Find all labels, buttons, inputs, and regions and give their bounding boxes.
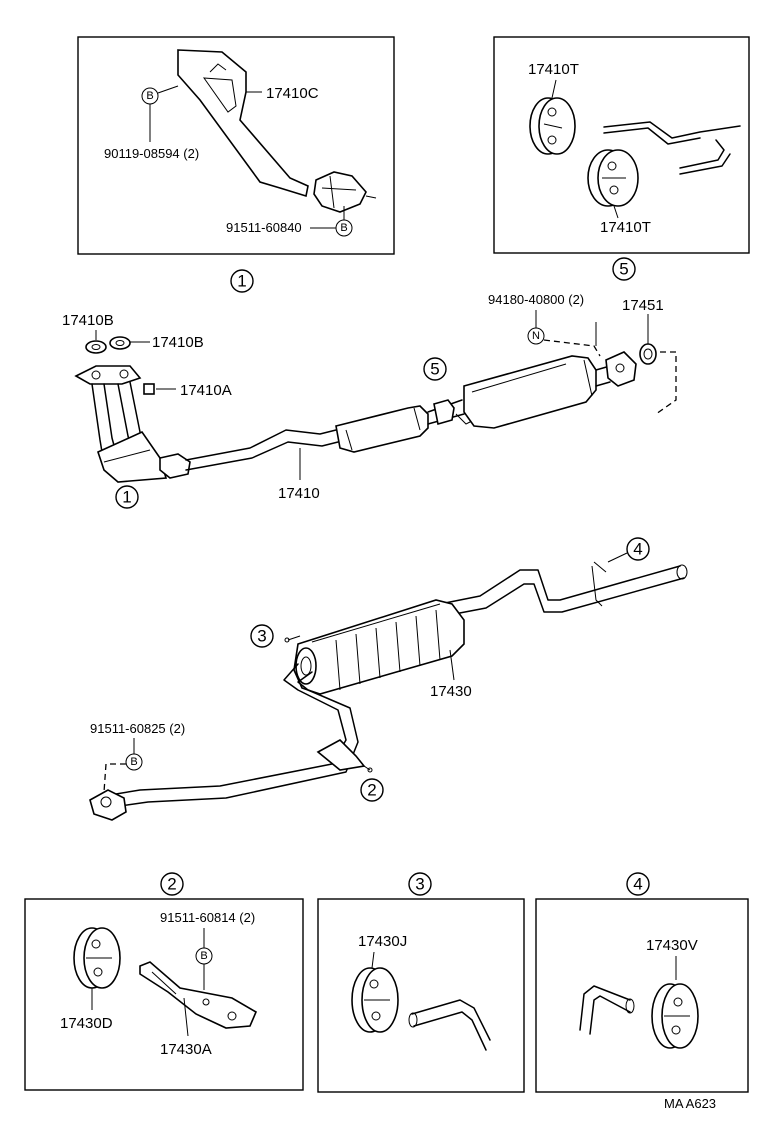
svg-text:5: 5 — [619, 260, 628, 279]
front-pipe-group: 17410B 17410B 17410A — [62, 292, 677, 509]
bracket-17410c-drawing — [177, 49, 309, 198]
label-17410t-top: 17410T — [528, 61, 579, 78]
svg-text:3: 3 — [415, 875, 424, 894]
n-badge-icon — [527, 327, 545, 345]
callout-5-top: 5 — [612, 257, 636, 281]
detail-2-box: 91511-60814 (2) B 17430D 17430A — [24, 898, 304, 1091]
svg-text:1: 1 — [122, 488, 131, 507]
label-17410a: 17410A — [180, 382, 232, 399]
svg-text:4: 4 — [633, 875, 642, 894]
label-17410b-right: 17410B — [152, 334, 204, 351]
callout-5-mid: 5 — [423, 357, 447, 381]
rubber-hanger-icon — [73, 927, 121, 989]
rubber-hanger-icon — [587, 149, 639, 207]
label-17430v: 17430V — [646, 937, 698, 954]
label-94180-40800: 94180-40800 (2) — [488, 292, 584, 307]
detail-1-box: 17410C B 90119-08594 (2) 91511-60840 B — [77, 36, 395, 255]
label-17430a: 17430A — [160, 1041, 212, 1058]
detail-5-box: 17410T 17410T — [493, 36, 750, 254]
callout-1-top: 1 — [230, 269, 254, 293]
badge-b-detail1: B — [146, 90, 153, 102]
rubber-hanger-icon — [651, 983, 699, 1049]
svg-text:3: 3 — [257, 627, 266, 646]
badge-n: N — [532, 330, 540, 342]
callout-3-tail: 3 — [250, 624, 274, 648]
badge-b-tail: B — [130, 756, 137, 768]
rubber-hanger-icon — [529, 97, 576, 155]
nut-icon — [143, 383, 155, 395]
callout-2-tail: 2 — [360, 778, 384, 802]
svg-text:2: 2 — [167, 875, 176, 894]
gasket-icon — [85, 340, 107, 354]
svg-text:1: 1 — [237, 272, 246, 291]
detail-4-box: 17430V — [535, 898, 749, 1093]
callout-1-front: 1 — [115, 485, 139, 509]
badge-b-detail2: B — [200, 950, 207, 962]
svg-text:4: 4 — [633, 540, 642, 559]
label-17410t-bottom: 17410T — [600, 219, 651, 236]
label-17430: 17430 — [430, 683, 472, 700]
detail-2-callout: 2 — [160, 872, 184, 896]
rubber-hanger-icon — [351, 967, 399, 1033]
label-17410c: 17410C — [266, 85, 319, 102]
svg-text:2: 2 — [367, 781, 376, 800]
tail-pipe-group: 17430 91511-60825 (2) B 4 3 2 — [89, 537, 688, 821]
label-91511-60825: 91511-60825 (2) — [90, 721, 185, 736]
clamp-drawing — [313, 171, 367, 213]
label-17410: 17410 — [278, 485, 320, 502]
gasket-icon — [639, 343, 657, 365]
gasket-icon — [109, 336, 131, 350]
label-90119-08594: 90119-08594 (2) — [104, 146, 199, 161]
label-91511-60814: 91511-60814 (2) — [160, 910, 255, 925]
detail-4-callout: 4 — [626, 872, 650, 896]
label-17430j: 17430J — [358, 933, 407, 950]
detail-3-callout: 3 — [408, 872, 432, 896]
svg-text:5: 5 — [430, 360, 439, 379]
label-17451: 17451 — [622, 297, 664, 314]
detail-3-box: 17430J — [317, 898, 525, 1093]
figure-code: MA A623 — [664, 1096, 716, 1111]
label-91511-60840: 91511-60840 — [226, 220, 302, 235]
callout-4-tail: 4 — [626, 537, 650, 561]
label-17430d: 17430D — [60, 1015, 113, 1032]
badge-b-detail1-nut: B — [340, 222, 347, 234]
label-17410b-left: 17410B — [62, 312, 114, 329]
b-badge-icon — [125, 753, 143, 771]
